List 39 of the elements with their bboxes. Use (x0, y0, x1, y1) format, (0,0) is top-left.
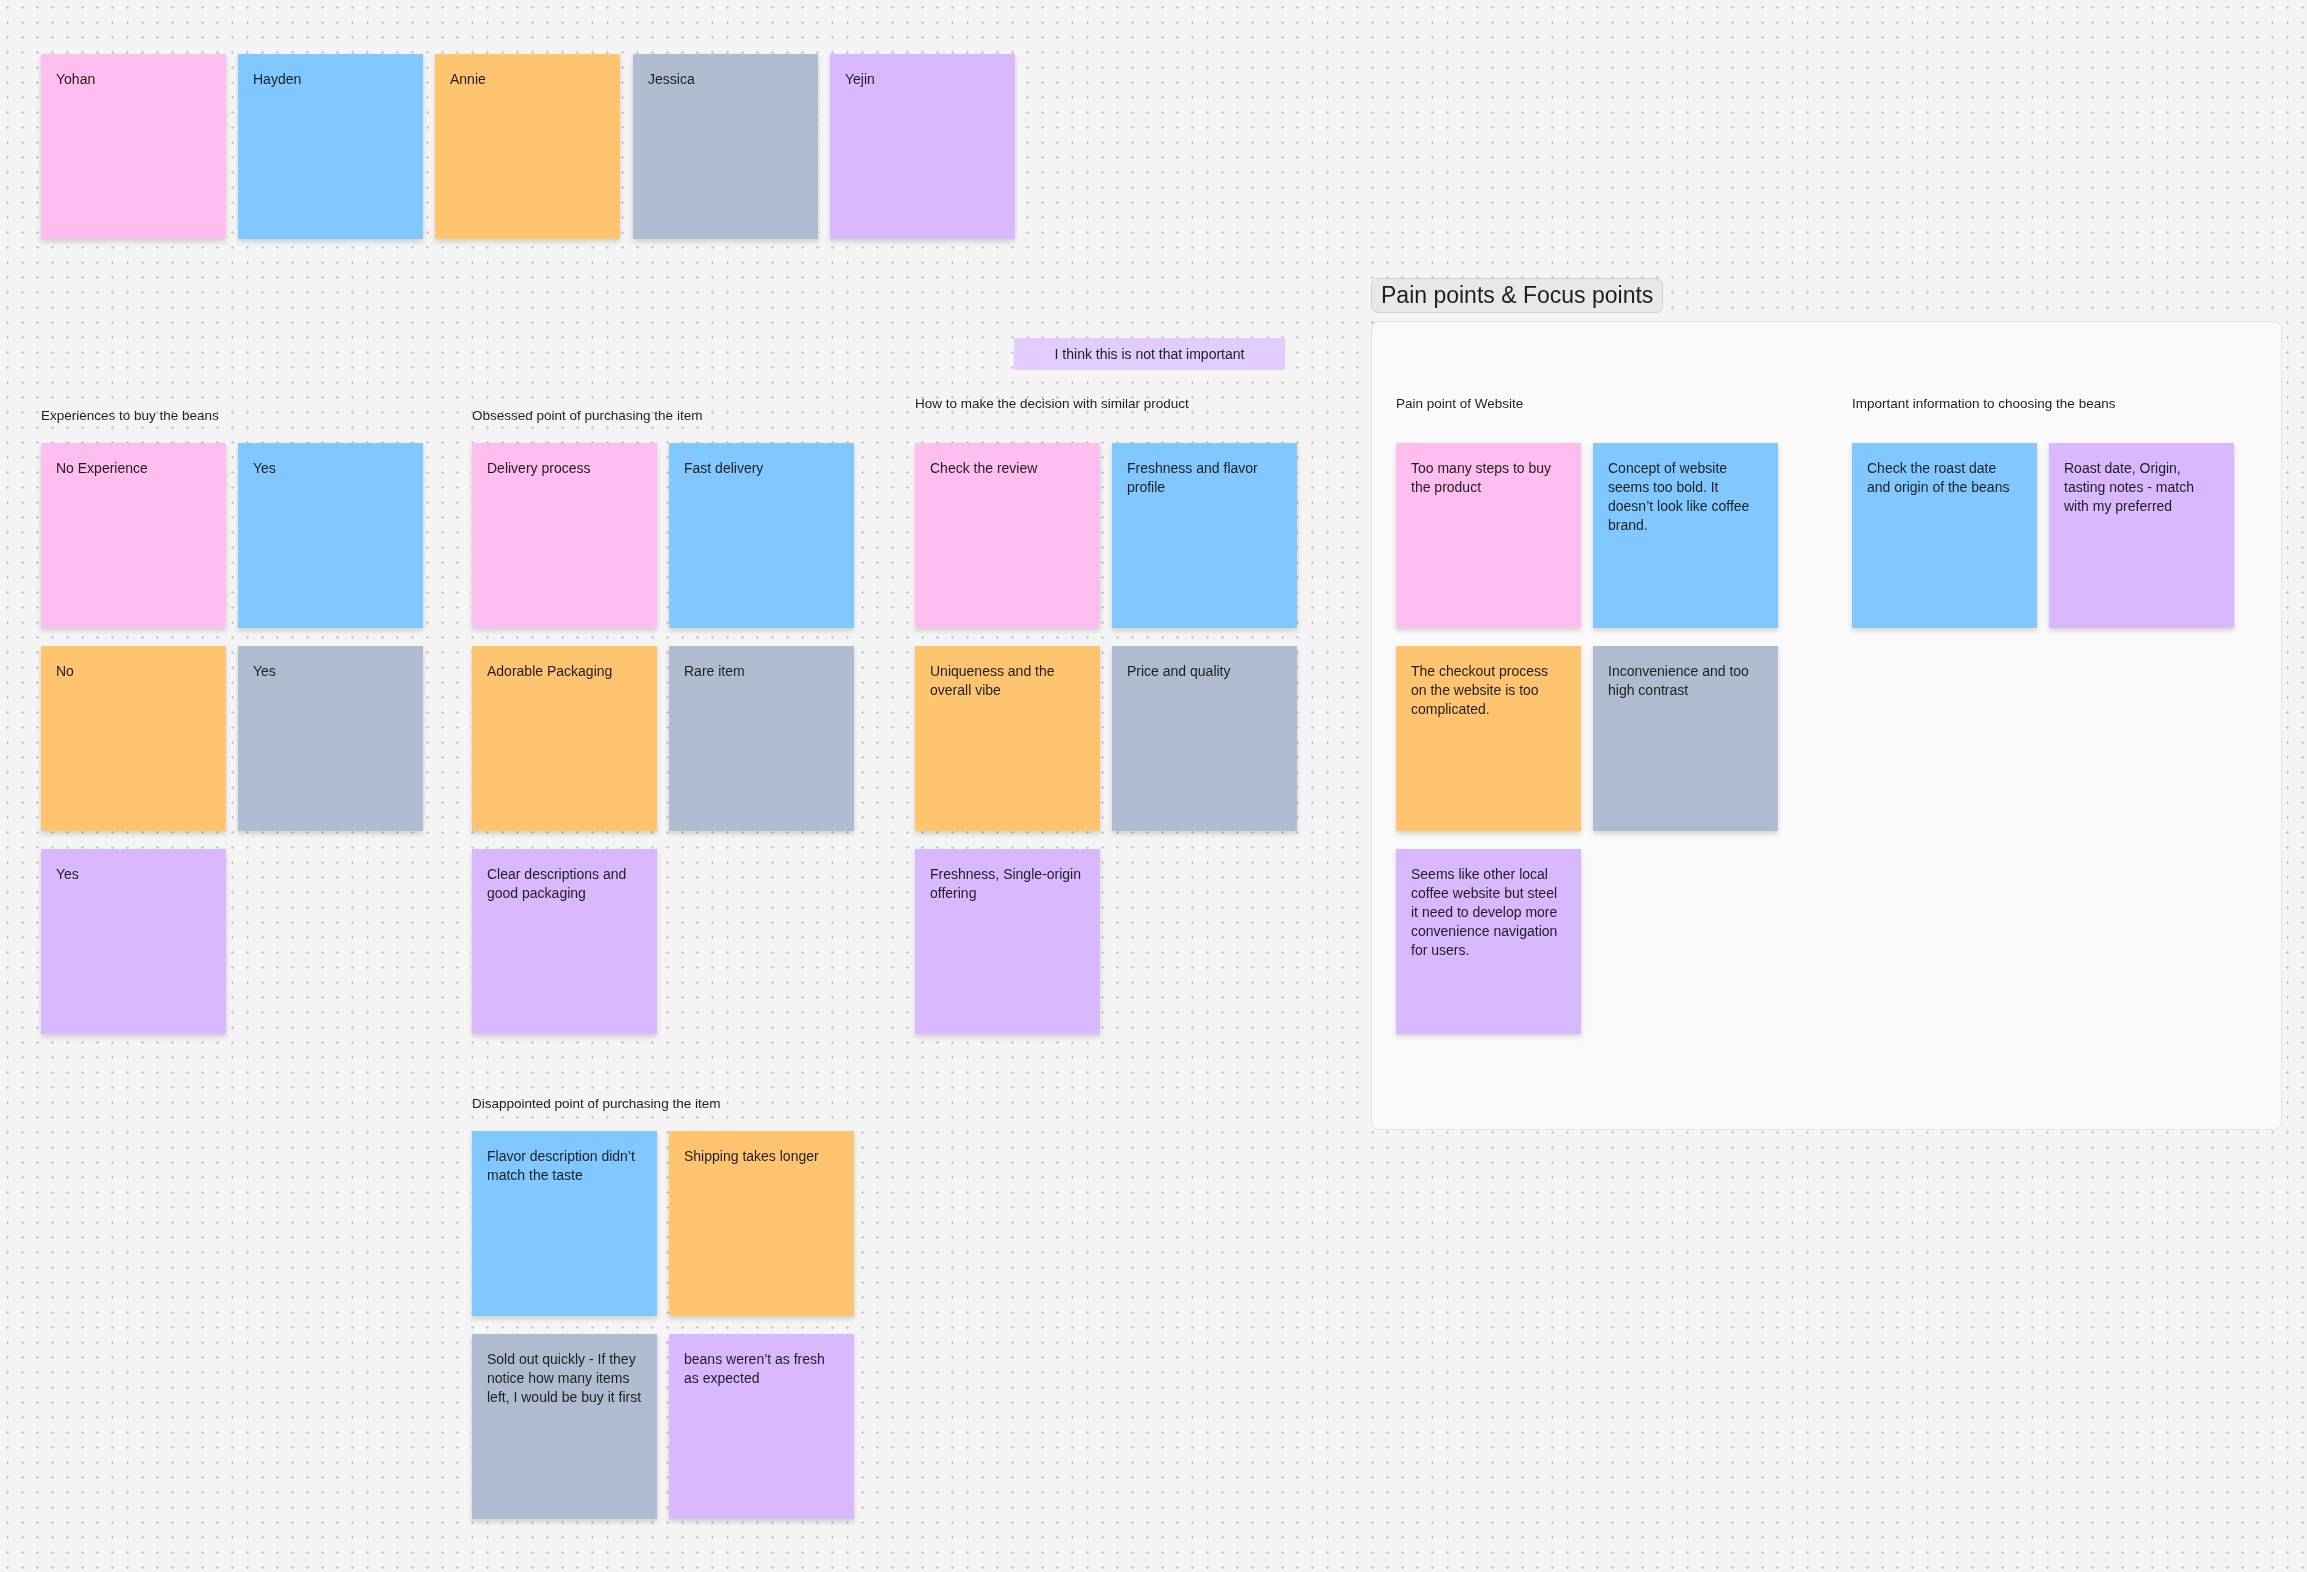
sticky-note: Hayden (238, 54, 423, 239)
sticky-note: Yes (238, 646, 423, 831)
sticky-note: Check the roast date and origin of the beans (1852, 443, 2037, 628)
sticky-note: Rare item (669, 646, 854, 831)
sticky-note: Concept of website seems too bold. It doesn’t look like coffee brand. (1593, 443, 1778, 628)
sticky-note: Check the review (915, 443, 1100, 628)
sticky-note: No (41, 646, 226, 831)
sticky-note: Seems like other local coffee website but steel it need to develop more convenience navigation for users. (1396, 849, 1581, 1034)
frame-title: Pain points & Focus points (1371, 278, 1664, 313)
comment-note: I think this is not that important (1014, 338, 1285, 370)
sticky-note: Jessica (633, 54, 818, 239)
sticky-note: Freshness and flavor profile (1112, 443, 1297, 628)
section-heading: Disappointed point of purchasing the item (472, 1096, 721, 1111)
section-heading: Pain point of Website (1396, 396, 1524, 411)
sticky-note: Clear descriptions and good packaging (472, 849, 657, 1034)
sticky-note: Inconvenience and too high contrast (1593, 646, 1778, 831)
sticky-note: Yes (238, 443, 423, 628)
section-heading: Important information to choosing the beans (1852, 396, 2116, 411)
sticky-note: Yohan (41, 54, 226, 239)
sticky-note: Too many steps to buy the product (1396, 443, 1581, 628)
section-heading: How to make the decision with similar product (915, 396, 1189, 411)
section-heading: Experiences to buy the beans (41, 408, 219, 423)
sticky-note: Delivery process (472, 443, 657, 628)
sticky-note: Sold out quickly - If they notice how many items left, I would be buy it first (472, 1334, 657, 1519)
sticky-note: No Experience (41, 443, 226, 628)
sticky-note: The checkout process on the website is too complicated. (1396, 646, 1581, 831)
sticky-note: Uniqueness and the overall vibe (915, 646, 1100, 831)
sticky-note: Roast date, Origin, tasting notes - match with my preferred (2049, 443, 2234, 628)
sticky-note: Adorable Packaging (472, 646, 657, 831)
sticky-note: Yes (41, 849, 226, 1034)
sticky-note: Annie (435, 54, 620, 239)
section-heading: Obsessed point of purchasing the item (472, 408, 703, 423)
sticky-note: Freshness, Single-origin offering (915, 849, 1100, 1034)
sticky-note: beans weren’t as fresh as expected (669, 1334, 854, 1519)
sticky-note: Flavor description didn’t match the taste (472, 1131, 657, 1316)
sticky-note: Fast delivery (669, 443, 854, 628)
sticky-note: Price and quality (1112, 646, 1297, 831)
sticky-note: Shipping takes longer (669, 1131, 854, 1316)
sticky-note: Yejin (830, 54, 1015, 239)
